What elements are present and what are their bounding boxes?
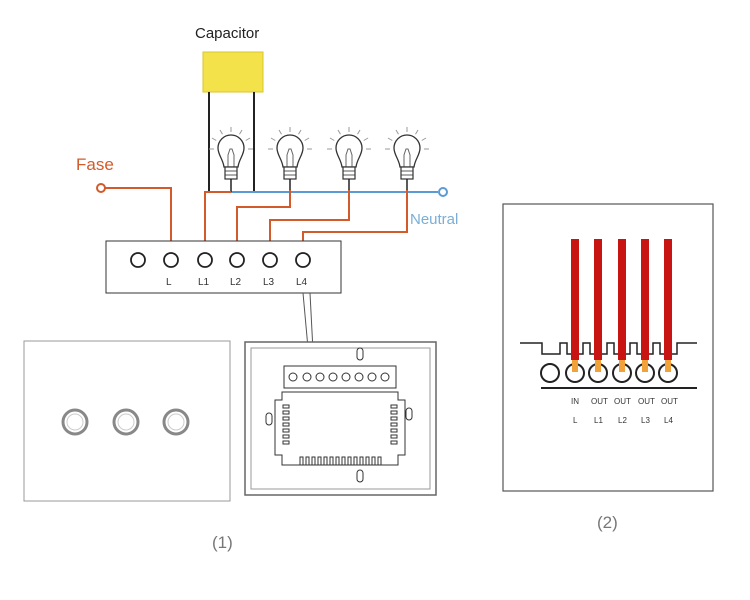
- wire-l2: [236, 190, 291, 250]
- red-wire-3: [641, 239, 649, 360]
- detail-frame: [502, 203, 714, 492]
- bulb-glass: [217, 134, 245, 168]
- terminal-profile-line: [520, 342, 697, 355]
- wire-tip-0: [572, 360, 578, 372]
- bulb-rays: [268, 127, 312, 150]
- panel-1: (1): [23, 340, 437, 552]
- terminal-empty: [130, 252, 146, 268]
- bulb-4: [385, 127, 429, 192]
- bulb-rays: [327, 127, 371, 150]
- dir-label-out-1: OUT: [591, 397, 608, 406]
- dir-label-out-3: OUT: [638, 397, 655, 406]
- terminal-label-l1: L1: [198, 277, 210, 288]
- bulb-rays: [385, 127, 429, 150]
- dir-label-out-4: OUT: [661, 397, 678, 406]
- terminal-l1: [197, 252, 213, 268]
- red-wire-1: [594, 239, 602, 360]
- red-wire-0: [571, 239, 579, 360]
- terminal-l2: [229, 252, 245, 268]
- switch-back-teeth: [282, 404, 398, 466]
- touch-button-1: [61, 408, 89, 436]
- terminal-label-l4: L4: [296, 277, 308, 288]
- bulb-filament: [286, 148, 294, 167]
- bulb-2: [268, 127, 312, 192]
- switch-back-terminals: [288, 372, 390, 382]
- capacitor-body: [202, 51, 264, 93]
- terminal-label-l: L: [166, 277, 172, 288]
- bulb-glass: [276, 134, 304, 168]
- neutral-terminal-icon: [438, 187, 448, 197]
- switch-back-outer: [244, 341, 437, 496]
- capacitor-label: Capacitor: [195, 25, 259, 42]
- switch-back-inner: [250, 347, 431, 490]
- bulb-glass: [335, 134, 363, 168]
- bulb-base: [283, 166, 297, 180]
- dir-label-in: IN: [571, 397, 579, 406]
- fase-terminal-icon: [96, 183, 106, 193]
- switch-back-body: [274, 391, 406, 466]
- switch-front-plate: [23, 340, 231, 502]
- detail-terminal-empty: [540, 363, 560, 383]
- red-wire-4: [664, 239, 672, 360]
- terminal-l3: [262, 252, 278, 268]
- bulb-filament: [227, 148, 235, 167]
- bulb-glass: [393, 134, 421, 168]
- panel-1-caption: (1): [212, 533, 233, 552]
- wire-l1: [204, 191, 231, 250]
- bulb-base: [400, 166, 414, 180]
- terminal-label-l2: L2: [230, 277, 242, 288]
- fase-label: Fase: [76, 155, 114, 174]
- red-wires: [571, 239, 672, 360]
- dir-label-out-2: OUT: [614, 397, 631, 406]
- wire-tips: [572, 360, 671, 372]
- terminal-l: [163, 252, 179, 268]
- detail-label-l: L: [573, 416, 578, 425]
- terminal-label-l3: L3: [263, 277, 275, 288]
- wire-l3: [269, 190, 350, 250]
- bulb-base: [342, 166, 356, 180]
- wire-tip-1: [595, 360, 601, 372]
- neutral-label: Neutral: [410, 211, 458, 228]
- panel-2: IN OUT OUT OUT OUT L L1 L2 L3 L4 (2): [502, 203, 714, 532]
- touch-button-2: [112, 408, 140, 436]
- wire-tip-3: [642, 360, 648, 372]
- panel-2-caption: (2): [597, 513, 618, 532]
- wire-tip-4: [665, 360, 671, 372]
- detail-label-l3: L3: [641, 416, 650, 425]
- switch-back-slots: [265, 347, 413, 483]
- wire-tip-2: [619, 360, 625, 372]
- switch-back-terminal-strip: [283, 365, 397, 389]
- detail-label-l4: L4: [664, 416, 673, 425]
- bulb-3: [327, 127, 371, 192]
- detail-label-l1: L1: [594, 416, 603, 425]
- red-wire-2: [618, 239, 626, 360]
- bulb-filament: [403, 148, 411, 167]
- bulb-base: [224, 166, 238, 180]
- fase-wire: [105, 187, 172, 250]
- bulb-filament: [345, 148, 353, 167]
- terminal-l4: [295, 252, 311, 268]
- touch-button-3: [162, 408, 190, 436]
- wiring-diagram: Capacitor Neutral Fase L L1 L2 L3: [76, 25, 458, 371]
- bulb-1: [209, 127, 253, 192]
- detail-label-l2: L2: [618, 416, 627, 425]
- bulb-rays: [209, 127, 253, 150]
